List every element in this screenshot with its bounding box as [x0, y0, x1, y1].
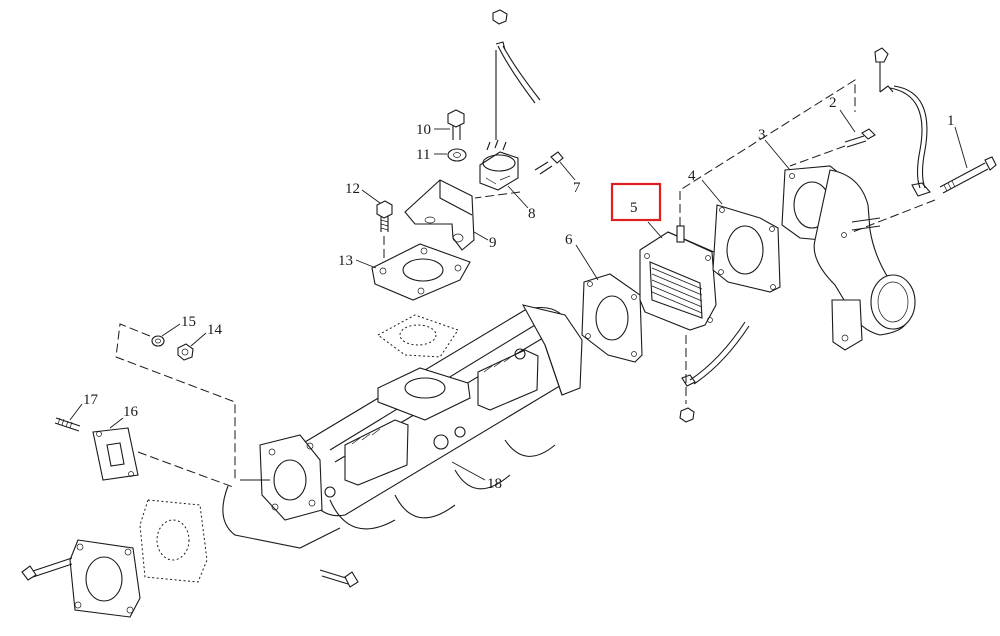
- part-17-stud[interactable]: [54, 417, 81, 432]
- dashed-line-14-15: [115, 323, 236, 480]
- callout-14: 14: [190, 322, 223, 347]
- callout-7: 7: [559, 161, 581, 196]
- part-number-15: 15: [181, 314, 196, 330]
- lower-outlet-gasket: [139, 499, 208, 583]
- part-11-washer[interactable]: [447, 148, 467, 162]
- part-number-12: 12: [345, 181, 360, 197]
- callout-2: 2: [829, 95, 856, 133]
- part-8-sensor[interactable]: [479, 139, 519, 191]
- part-number-13: 13: [338, 253, 353, 269]
- part-14-nut[interactable]: [177, 343, 194, 361]
- part-6-gasket[interactable]: [581, 273, 643, 363]
- callout-16: 16: [109, 404, 139, 429]
- part-1-long-bolt[interactable]: [939, 156, 997, 194]
- part-7-screw[interactable]: [534, 151, 564, 175]
- part-number-1: 1: [947, 113, 955, 129]
- heater-lower-wire: [679, 321, 750, 423]
- part-number-2: 2: [829, 95, 837, 111]
- callout-3: 3: [758, 127, 791, 171]
- dashed-line-bolt1: [849, 199, 936, 234]
- part-12-bolt[interactable]: [376, 200, 393, 232]
- part-number-4: 4: [688, 168, 696, 184]
- callout-5: 5: [630, 200, 663, 239]
- upper-gasket-dotted: [377, 314, 459, 358]
- part-number-8: 8: [528, 206, 536, 222]
- callout-13: 13: [338, 253, 377, 269]
- part-number-7: 7: [573, 180, 581, 196]
- part-number-14: 14: [207, 322, 223, 338]
- sensor-wire-harness: [492, 9, 541, 140]
- callout-8: 8: [507, 185, 536, 222]
- part-9-bracket[interactable]: [404, 179, 475, 251]
- dashed-line-8: [474, 191, 521, 199]
- part-5-intake-heater[interactable]: [639, 225, 717, 331]
- part-number-10: 10: [416, 122, 431, 138]
- callout-15: 15: [161, 314, 196, 337]
- part-10-bolt[interactable]: [447, 109, 465, 140]
- lower-right-bolt[interactable]: [319, 569, 359, 588]
- part-number-6: 6: [565, 232, 573, 248]
- lower-left-bolt[interactable]: [21, 557, 73, 581]
- part-number-16: 16: [123, 404, 139, 420]
- part-number-9: 9: [489, 235, 497, 251]
- dashed-line-bolt2: [789, 145, 846, 167]
- part-13-flange-plate[interactable]: [371, 243, 471, 301]
- part-number-17: 17: [83, 392, 99, 408]
- part-18-exhaust-manifold[interactable]: [222, 304, 583, 549]
- callout-10: 10: [416, 122, 450, 138]
- part-3-intake-elbow[interactable]: [781, 165, 916, 351]
- callout-11: 11: [416, 147, 447, 163]
- highlight-box-part-5: [610, 182, 662, 222]
- callout-17: 17: [69, 392, 99, 421]
- callout-18: 18: [451, 461, 502, 492]
- lower-outlet-flange[interactable]: [69, 539, 141, 618]
- part-16-cover-plate[interactable]: [92, 427, 139, 481]
- callout-12: 12: [345, 181, 381, 204]
- part-4-gasket[interactable]: [712, 204, 781, 293]
- part-number-3: 3: [758, 127, 766, 143]
- callout-4: 4: [688, 168, 723, 205]
- part-number-5: 5: [630, 200, 638, 216]
- dashed-line-heater-top: [679, 79, 856, 226]
- top-right-wire-harness: [874, 47, 931, 197]
- dashed-line-16: [137, 451, 234, 488]
- part-2-bolt[interactable]: [844, 128, 876, 148]
- callout-6: 6: [565, 232, 599, 281]
- callout-9: 9: [473, 231, 497, 251]
- callout-1: 1: [947, 113, 968, 169]
- part-number-18: 18: [487, 476, 502, 492]
- part-15-washer[interactable]: [151, 335, 165, 347]
- part-number-11: 11: [416, 147, 430, 163]
